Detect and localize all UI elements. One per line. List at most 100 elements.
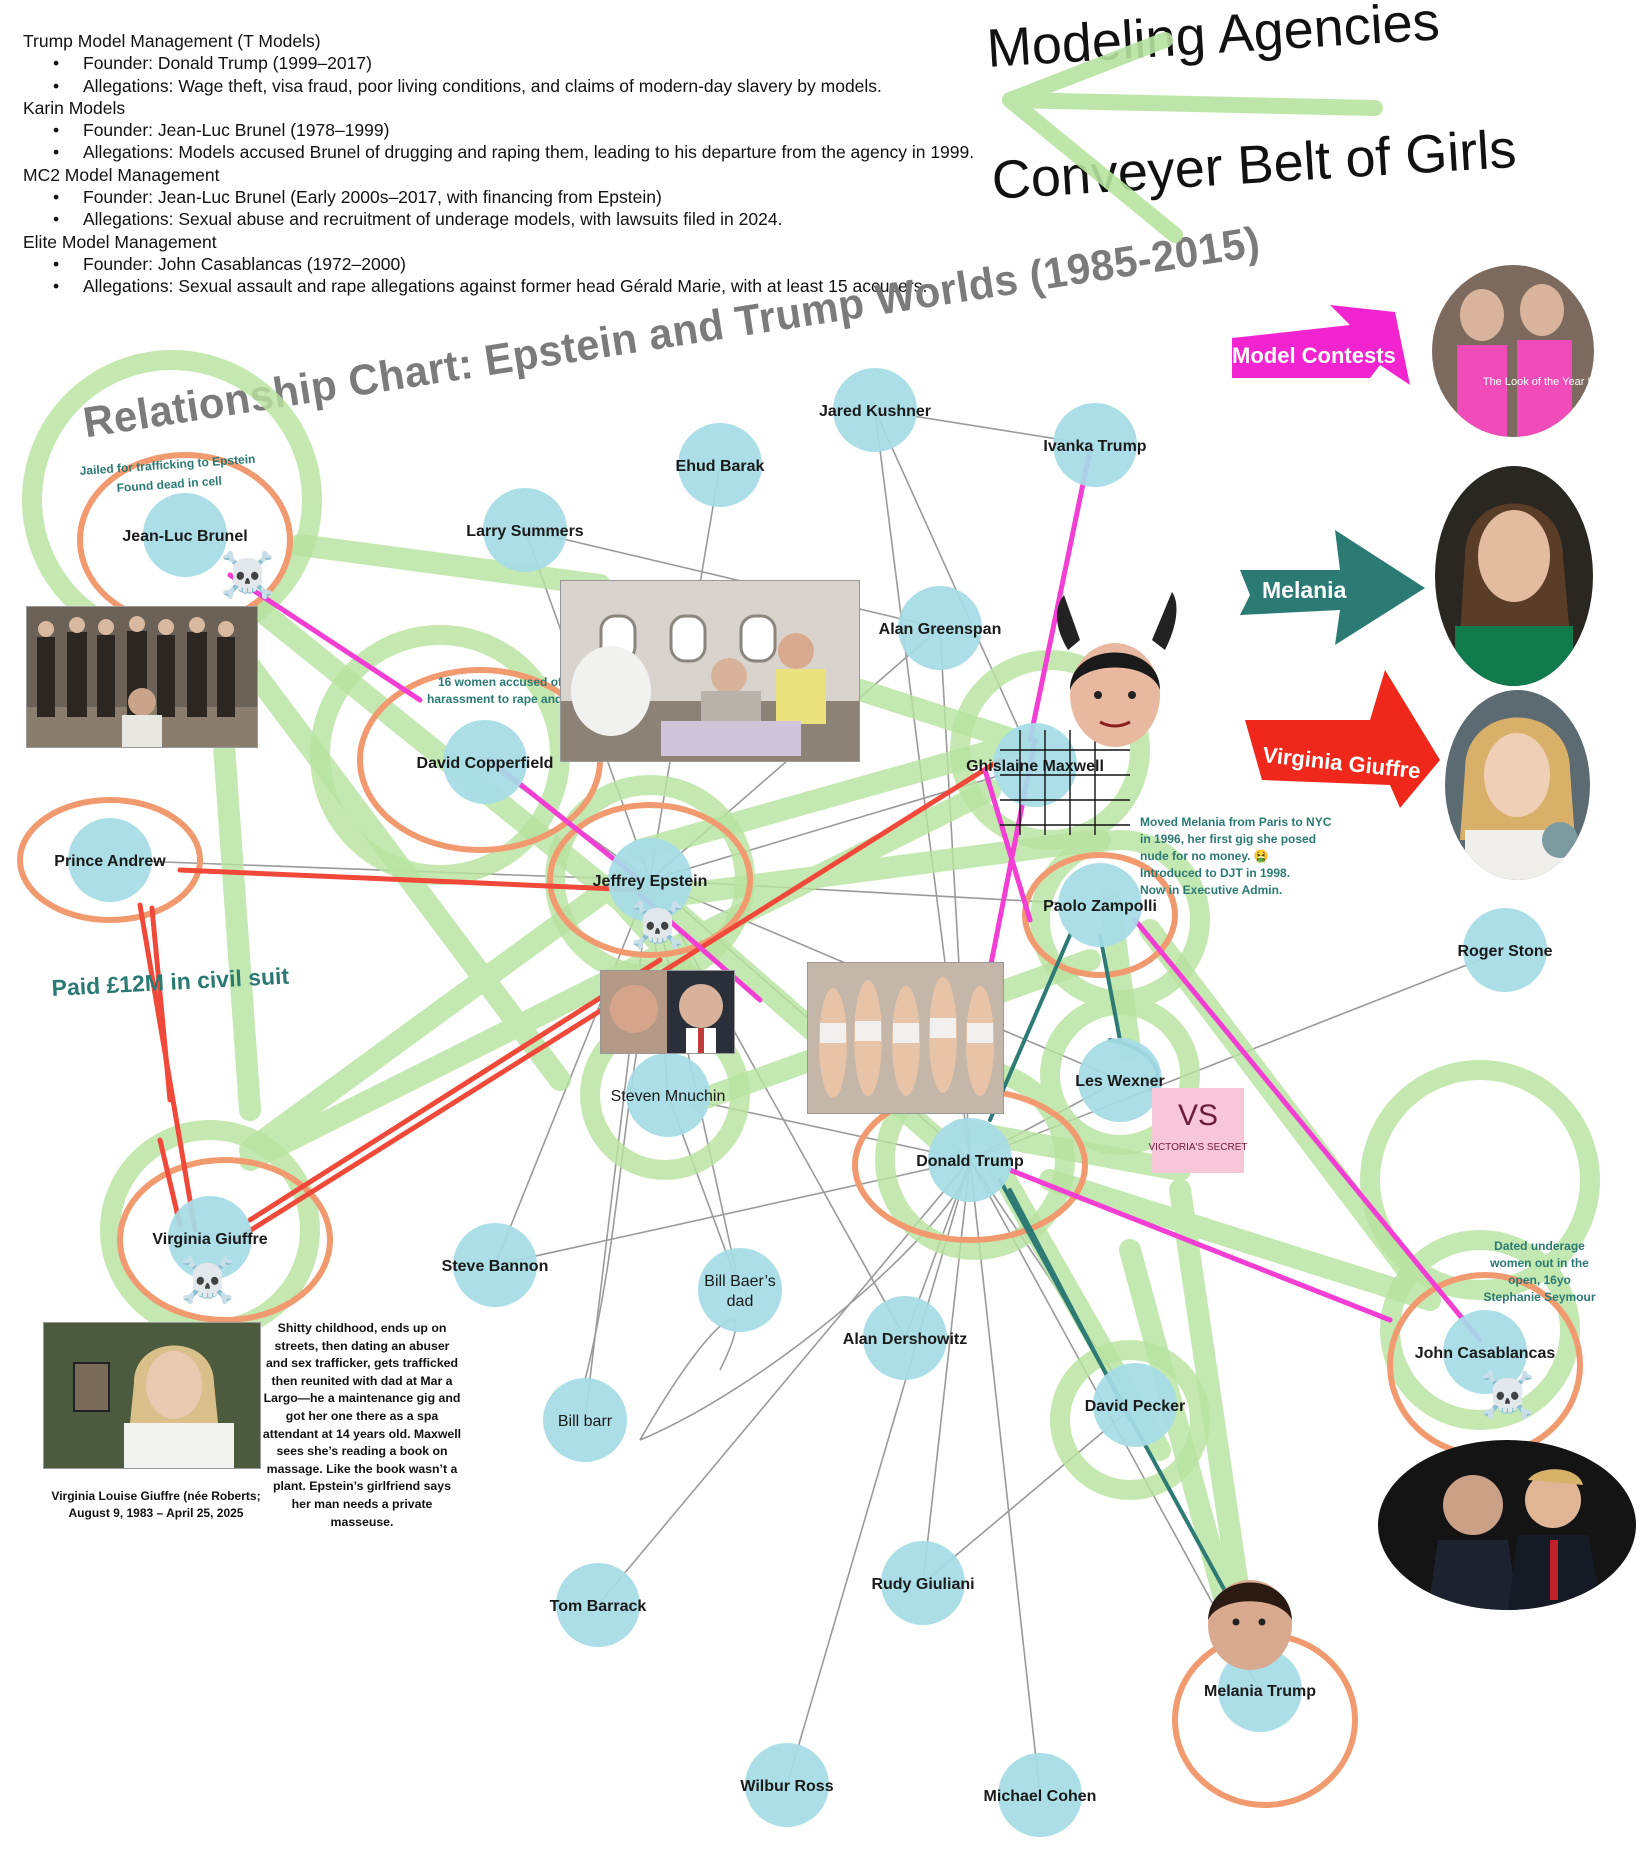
node-circle	[556, 1563, 640, 1647]
edge-epstein-bannon	[494, 879, 651, 1266]
node-circle	[745, 1743, 829, 1827]
node-label: Alan Dershowitz	[843, 1331, 967, 1348]
agency-founder: Founder: Jean-Luc Brunel (Early 2000s–20…	[53, 186, 1083, 209]
casablancas-trump-photo	[1378, 1440, 1636, 1610]
melania-photo	[1435, 466, 1593, 686]
green-arrow	[1002, 32, 1383, 243]
node-cohen[interactable]: Michael Cohen	[984, 1753, 1097, 1837]
node-circle	[881, 1541, 965, 1625]
model-contests-photo: The Look of the Year Inc.	[1432, 265, 1594, 437]
node-label: dad	[727, 1293, 754, 1310]
node-epstein[interactable]: Jeffrey Epstein	[593, 838, 708, 922]
node-label: Tom Barrack	[550, 1598, 647, 1615]
node-label: Virginia Giuffre	[152, 1231, 267, 1248]
node-label: Jeffrey Epstein	[593, 873, 708, 890]
node-label: Les Wexner	[1075, 1073, 1165, 1090]
paid-suit-note: Paid £12M in civil suit	[51, 963, 290, 1001]
edge-kushner-maxwell	[874, 409, 1036, 766]
node-casablancas[interactable]: John Casablancas	[1415, 1310, 1556, 1394]
casablancas-note-line: Stephanie Seymour	[1483, 1290, 1596, 1304]
edge-giuliani-pecker	[922, 1404, 1136, 1584]
agency-list: Trump Model Management (T Models) Founde…	[23, 30, 1083, 298]
skull-markers: ☠️ ☠️ ☠️ ☠️	[180, 550, 1535, 1420]
node-greenspan[interactable]: Alan Greenspan	[879, 586, 1002, 670]
node-barrack[interactable]: Tom Barrack	[550, 1563, 647, 1647]
node-label: Steve Bannon	[442, 1258, 549, 1275]
zampolli-note-line: in 1996, her first gig she posed	[1140, 832, 1317, 846]
agency-item: Karin Models Founder: Jean-Luc Brunel (1…	[23, 97, 1083, 164]
node-circle	[1463, 908, 1547, 992]
node-label: Paolo Zampolli	[1043, 898, 1157, 915]
zampolli-note-line: nude for no money. 🤮	[1140, 849, 1269, 863]
node-andrew[interactable]: Prince Andrew	[54, 818, 166, 902]
node-label: Roger Stone	[1457, 943, 1552, 960]
agency-name: Trump Model Management (T Models)	[23, 31, 321, 51]
zampolli-note-line: Moved Melania from Paris to NYC	[1140, 815, 1332, 829]
node-circle	[1443, 1310, 1527, 1394]
giuffre-story: Shitty childhood, ends up on streets, th…	[262, 1321, 462, 1529]
skull-icon: ☠️	[220, 550, 275, 600]
virginia-arrow: Virginia Giuffre	[1245, 670, 1440, 808]
node-mnuchin[interactable]: Steven Mnuchin	[611, 1053, 726, 1137]
node-melania[interactable]: Melania Trump	[1204, 1648, 1316, 1732]
casablancas-note: Dated underage women out in the open, 16…	[1472, 1238, 1607, 1306]
melania-arrow: Melania	[1240, 530, 1425, 645]
node-label: Ehud Barak	[676, 458, 765, 475]
node-circle	[698, 1248, 782, 1332]
node-giuliani[interactable]: Rudy Giuliani	[871, 1541, 975, 1625]
node-circle	[678, 423, 762, 507]
agency-allegations: Allegations: Sexual assault and rape all…	[53, 275, 1083, 298]
node-trump[interactable]: Donald Trump	[916, 1118, 1024, 1202]
edge-mnuchin-trump	[667, 1094, 971, 1161]
brunel-models-photo	[26, 606, 258, 748]
zampolli-note-line: Now in Executive Admin.	[1140, 883, 1283, 897]
zampolli-note-line: Introduced to DJT in 1998.	[1140, 866, 1291, 880]
node-wexner[interactable]: Les Wexner	[1075, 1038, 1165, 1122]
skull-icon: ☠️	[1480, 1370, 1535, 1420]
runway-models-photo	[807, 962, 1004, 1114]
node-circle	[863, 1296, 947, 1380]
node-stone[interactable]: Roger Stone	[1457, 908, 1553, 992]
agency-founder: Founder: John Casablancas (1972–2000)	[53, 253, 1083, 276]
agency-item: MC2 Model Management Founder: Jean-Luc B…	[23, 164, 1083, 231]
node-label: Steven Mnuchin	[611, 1088, 726, 1105]
node-circle	[143, 493, 227, 577]
copperfield-note: 16 women accused of	[438, 675, 563, 689]
node-copperfield[interactable]: David Copperfield	[417, 720, 554, 804]
node-kushner[interactable]: Jared Kushner	[819, 368, 931, 452]
edge-summers-greenspan	[524, 529, 941, 629]
node-circle	[68, 818, 152, 902]
node-summers[interactable]: Larry Summers	[466, 488, 584, 572]
node-dershowitz[interactable]: Alan Dershowitz	[843, 1296, 967, 1380]
maxwell-portrait	[1056, 592, 1177, 747]
edge-trump-ross	[786, 1159, 971, 1786]
melania-arrow-label: Melania	[1262, 577, 1347, 603]
node-barak[interactable]: Ehud Barak	[676, 423, 765, 507]
node-giuffre[interactable]: Virginia Giuffre	[152, 1196, 268, 1280]
agency-name: Karin Models	[23, 97, 126, 118]
node-zampolli[interactable]: Paolo Zampolli	[1043, 863, 1157, 947]
epstein-mnuchin-photo	[600, 970, 735, 1054]
node-label: Wilbur Ross	[740, 1778, 833, 1795]
zampolli-note: Moved Melania from Paris to NYC in 1996,…	[1140, 814, 1350, 899]
node-label: Melania Trump	[1204, 1683, 1316, 1700]
brunel-note: Found dead in cell	[116, 474, 222, 495]
node-circle	[1058, 863, 1142, 947]
node-ivanka[interactable]: Ivanka Trump	[1043, 403, 1147, 487]
node-label: David Pecker	[1085, 1398, 1186, 1415]
giuffre-photo	[43, 1322, 261, 1469]
node-label: Michael Cohen	[984, 1788, 1097, 1805]
edge-trump-giuliani	[922, 1159, 971, 1584]
node-ross[interactable]: Wilbur Ross	[740, 1743, 834, 1827]
model-contests-arrow: Model Contests	[1232, 305, 1410, 385]
node-pecker[interactable]: David Pecker	[1085, 1363, 1186, 1447]
node-bannon[interactable]: Steve Bannon	[442, 1223, 549, 1307]
node-circle	[1218, 1648, 1302, 1732]
node-brunel[interactable]: Jean-Luc Brunel	[122, 493, 248, 577]
edge-trump-cohen	[969, 1159, 1041, 1796]
node-label: Prince Andrew	[54, 853, 166, 870]
node-barr[interactable]: Bill barr	[543, 1378, 627, 1462]
